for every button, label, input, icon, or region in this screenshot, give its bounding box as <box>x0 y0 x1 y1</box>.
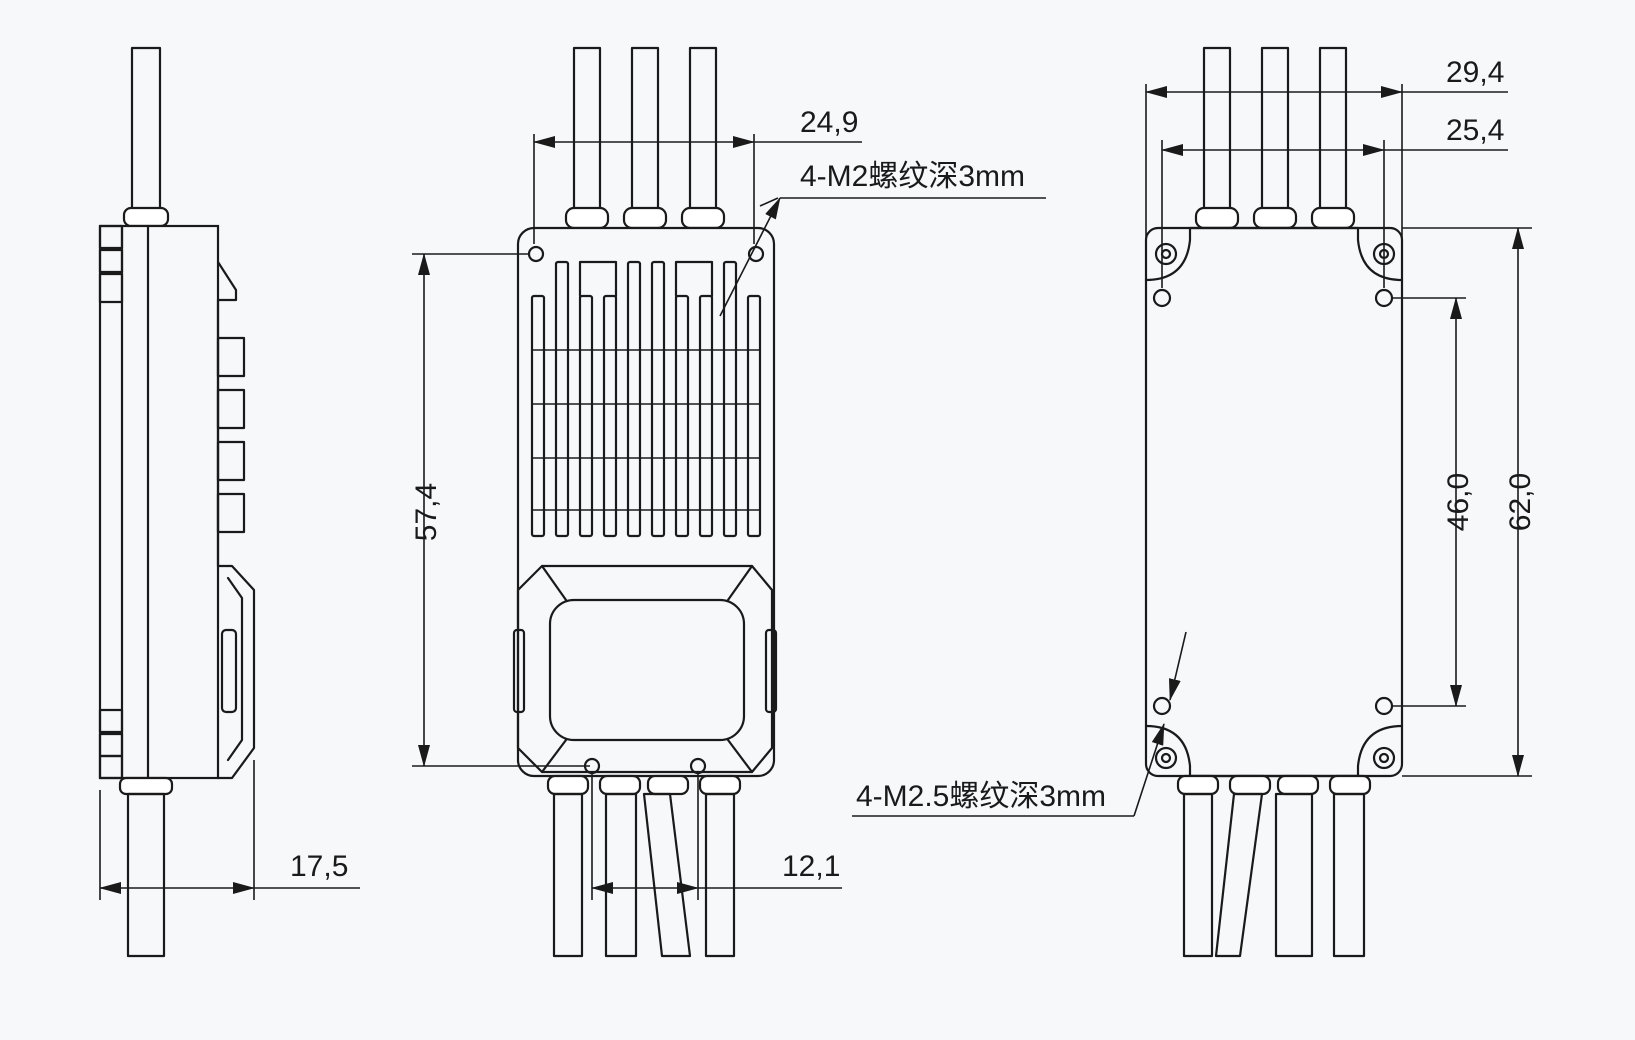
top-hole-tr <box>747 245 765 263</box>
top-bottom-cable-4 <box>704 792 736 958</box>
top-bottom-cable-2 <box>604 792 638 958</box>
dim-back-total-height: 62,0 <box>1504 473 1537 531</box>
dim-top-height: 57,4 <box>410 483 443 541</box>
side-bottom-connector <box>118 776 174 796</box>
top-cable-3 <box>688 46 718 216</box>
side-body <box>98 224 220 780</box>
dim-top-span: 24,9 <box>800 106 858 139</box>
dim-bottom-pitch: 12,1 <box>782 850 840 883</box>
top-bottom-cable-1 <box>552 792 584 958</box>
top-bottom-cable-3 <box>642 792 692 958</box>
back-hole-tl <box>1152 288 1172 308</box>
top-cap-window <box>548 598 746 742</box>
side-top-connector <box>122 206 170 228</box>
side-view: 17,5 <box>98 46 360 958</box>
back-hole-bl <box>1152 696 1172 716</box>
dim-back-hole-pitch: 46,0 <box>1442 473 1475 531</box>
dim-back-outer-width: 29,4 <box>1446 56 1504 89</box>
side-bottom-cable <box>126 792 166 958</box>
note-back-holes: 4-M2.5螺纹深3mm <box>856 780 1106 813</box>
side-cap <box>216 564 256 780</box>
top-heatsink-fins <box>530 260 762 538</box>
top-view: 24,9 4-M2螺纹深3mm 57,4 12,1 <box>410 46 1046 958</box>
side-fin-top <box>216 260 238 302</box>
dim-back-inner-width: 25,4 <box>1446 114 1504 147</box>
back-body <box>1144 226 1404 778</box>
back-hole-m25-br <box>1372 746 1396 770</box>
note-front-holes: 4-M2螺纹深3mm <box>800 160 1025 193</box>
back-view: 29,4 25,4 62,0 46,0 4-M2.5螺纹深3mm <box>852 46 1537 958</box>
dim-side-width: 17,5 <box>290 850 348 883</box>
top-body <box>516 226 776 778</box>
top-cable-2 <box>630 46 660 216</box>
side-top-cable <box>130 46 162 212</box>
top-cable-1 <box>572 46 602 216</box>
back-hole-m25-bl <box>1154 746 1178 770</box>
back-hole-m25-tl <box>1154 242 1178 266</box>
